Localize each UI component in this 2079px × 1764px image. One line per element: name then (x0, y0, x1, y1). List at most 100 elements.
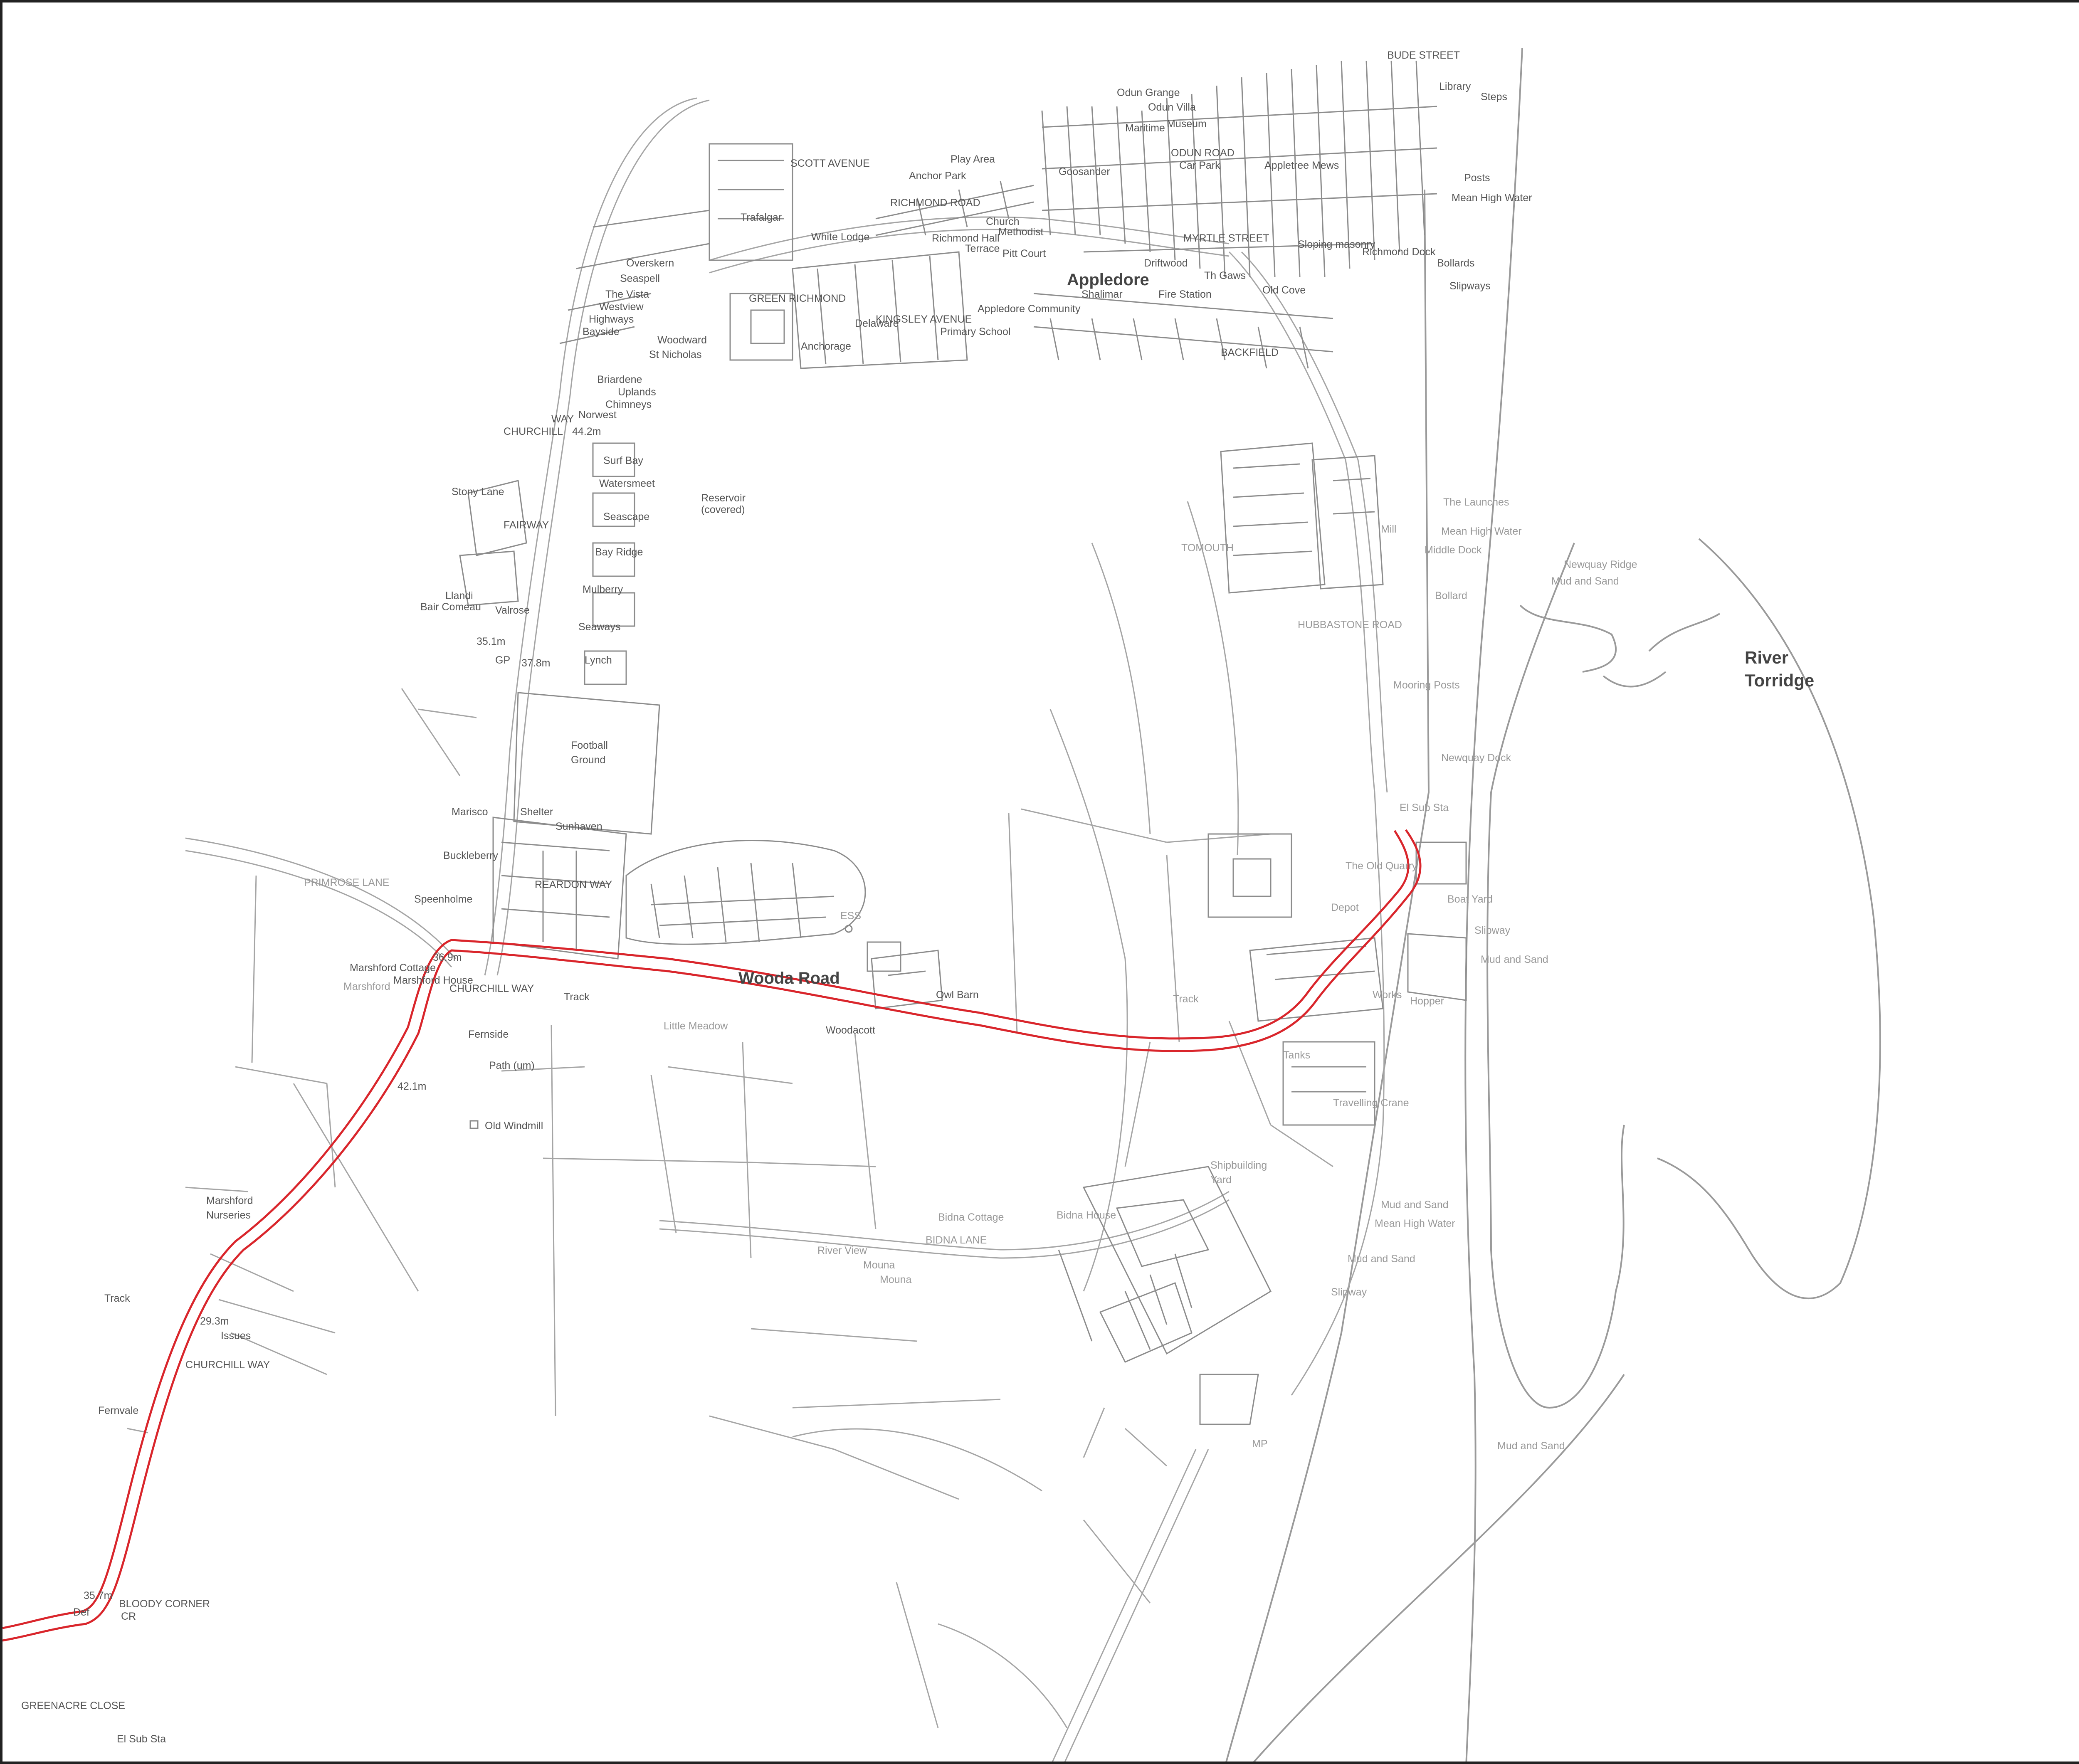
label-path-um: Path (um) (489, 1060, 535, 1071)
label-speenholme: Speenholme (414, 893, 472, 905)
label-appledore-community: Appledore Community (978, 303, 1081, 315)
mp-road (1052, 1449, 1197, 1762)
label-mp: MP (1252, 1438, 1268, 1450)
label-reservoir-covered: (covered) (701, 504, 745, 516)
label-river-view: River View (817, 1245, 867, 1256)
label-richmond-dock: Richmond Dock (1362, 246, 1436, 258)
label-bollards: Bollards (1437, 257, 1474, 269)
label-the-old-quarry: The Old Quarry (1346, 860, 1417, 872)
label-seaways: Seaways (578, 621, 620, 633)
label-marshford-nurseries-2: Nurseries (206, 1209, 251, 1221)
route-line-outer (2, 829, 1422, 1642)
water-label-torridge: Torridge (1745, 671, 1814, 690)
label-mean-high-water-south: Mean High Water (1375, 1218, 1455, 1229)
label-bloody-corner: BLOODY CORNER (119, 1598, 210, 1610)
label-sloping-masonry: Sloping masonry (1298, 239, 1375, 250)
label-highways: Highways (589, 313, 634, 325)
label-mouna-1: Mouna (863, 1259, 895, 1271)
label-mud-and-sand-slip: Mud and Sand (1348, 1253, 1415, 1265)
label-elev-35-7: 35.7m (84, 1590, 112, 1601)
label-marshford-house: Marshford House (393, 975, 473, 986)
label-slipways: Slipways (1449, 280, 1491, 292)
label-watersmeet: Watersmeet (599, 478, 655, 489)
label-marshford: Marshford (343, 981, 390, 992)
label-driftwood: Driftwood (1144, 257, 1188, 269)
label-richmond-hall: Richmond Hall (932, 232, 1000, 244)
label-track-east: Track (1173, 993, 1199, 1005)
label-mud-and-sand-south: Mud and Sand (1381, 1199, 1449, 1211)
label-mud-and-sand-river: Mud and Sand (1497, 1440, 1565, 1452)
windmill-marker (469, 1120, 479, 1129)
label-slipway: Slipway (1474, 925, 1511, 936)
label-reardon-way: REARDON WAY (535, 879, 612, 891)
label-mooring-posts: Mooring Posts (1393, 679, 1460, 691)
backfield-road-2 (1241, 251, 1388, 793)
label-churchill-top: CHURCHILL (504, 426, 563, 437)
label-tomouth: TOMOUTH (1181, 542, 1234, 554)
label-elev-44-2: 44.2m (572, 426, 601, 437)
backfield-road (1228, 251, 1375, 793)
label-seascape: Seascape (603, 511, 649, 523)
label-track-sw: Track (104, 1293, 130, 1304)
route-line-inner (2, 830, 1410, 1629)
label-surf-bay: Surf Bay (603, 455, 643, 466)
label-depot: Depot (1331, 902, 1359, 913)
label-fernside: Fernside (468, 1029, 509, 1040)
richmond-blocks (559, 143, 1034, 369)
primrose-lane-2 (185, 850, 452, 967)
mud-flat-line (1253, 1374, 1625, 1762)
water-label-river: River (1745, 648, 1788, 667)
label-mean-high-water: Mean High Water (1452, 192, 1532, 204)
label-old-cove: Old Cove (1262, 284, 1306, 296)
road-label-wooda-road: Wooda Road (738, 969, 840, 987)
label-briardene: Briardene (597, 374, 642, 385)
label-elev-29-3: 29.3m (200, 1315, 229, 1327)
label-posts: Posts (1464, 172, 1490, 184)
label-terrace: Terrace (965, 243, 1000, 254)
label-mud-and-sand-ridge: Mud and Sand (1551, 575, 1619, 587)
label-churchill-way-low: CHURCHILL WAY (185, 1359, 270, 1371)
label-shalimar: Shalimar (1081, 289, 1123, 300)
label-way-top: WAY (551, 413, 574, 425)
label-elev-37-8: 37.8m (521, 657, 550, 669)
richmond-road (709, 216, 1230, 261)
label-bayside: Bayside (583, 326, 620, 338)
label-the-vista: The Vista (605, 289, 649, 300)
label-marshford-cottage: Marshford Cottage (350, 962, 436, 974)
place-label-appledore: Appledore (1067, 271, 1149, 289)
label-fernvale: Fernvale (98, 1405, 138, 1416)
label-th-gaws: Th Gaws (1204, 270, 1246, 281)
label-sunhaven: Sunhaven (556, 821, 602, 832)
label-greenacre-close: GREENACRE CLOSE (21, 1700, 125, 1712)
churchill-way-road (484, 97, 697, 976)
label-slipway-south: Slipway (1331, 1286, 1367, 1298)
highlighted-route (2, 829, 1422, 1642)
label-bollard: Bollard (1435, 590, 1467, 602)
label-works: Works (1373, 989, 1402, 1001)
roads-and-boundaries (127, 97, 1388, 1762)
label-odun-grange: Odun Grange (1117, 87, 1180, 99)
label-ess: ESS (840, 910, 861, 922)
label-shipbuilding: Shipbuilding (1210, 1160, 1267, 1171)
label-llandi: Llandi (445, 590, 473, 602)
label-backfield: BACKFIELD (1221, 347, 1279, 358)
label-newquay-ridge: Newquay Ridge (1564, 559, 1637, 570)
ridge-squiggle (1519, 604, 1721, 688)
label-issues: Issues (221, 1330, 251, 1342)
label-tanks: Tanks (1283, 1049, 1310, 1061)
label-primary-school: Primary School (940, 326, 1011, 338)
field-curves (938, 501, 1239, 1728)
label-appletree-mews: Appletree Mews (1264, 160, 1339, 171)
label-odun-villa: Odun Villa (1148, 101, 1196, 113)
label-stony-lane: Stony Lane (452, 486, 504, 498)
label-kingsley-avenue: KINGSLEY AVENUE (876, 313, 972, 325)
sandbank-outline (1486, 543, 1625, 1409)
ess-marker (844, 925, 853, 933)
richmond-road-2 (709, 229, 1230, 274)
label-boat-yard: Boat Yard (1447, 893, 1493, 905)
label-fairway: FAIRWAY (504, 519, 549, 531)
label-mill: Mill (1381, 523, 1397, 535)
label-bair-comeau: Bair Comeau (420, 601, 481, 613)
label-football: Football (571, 740, 608, 751)
churchill-estate-blocks (459, 442, 660, 960)
